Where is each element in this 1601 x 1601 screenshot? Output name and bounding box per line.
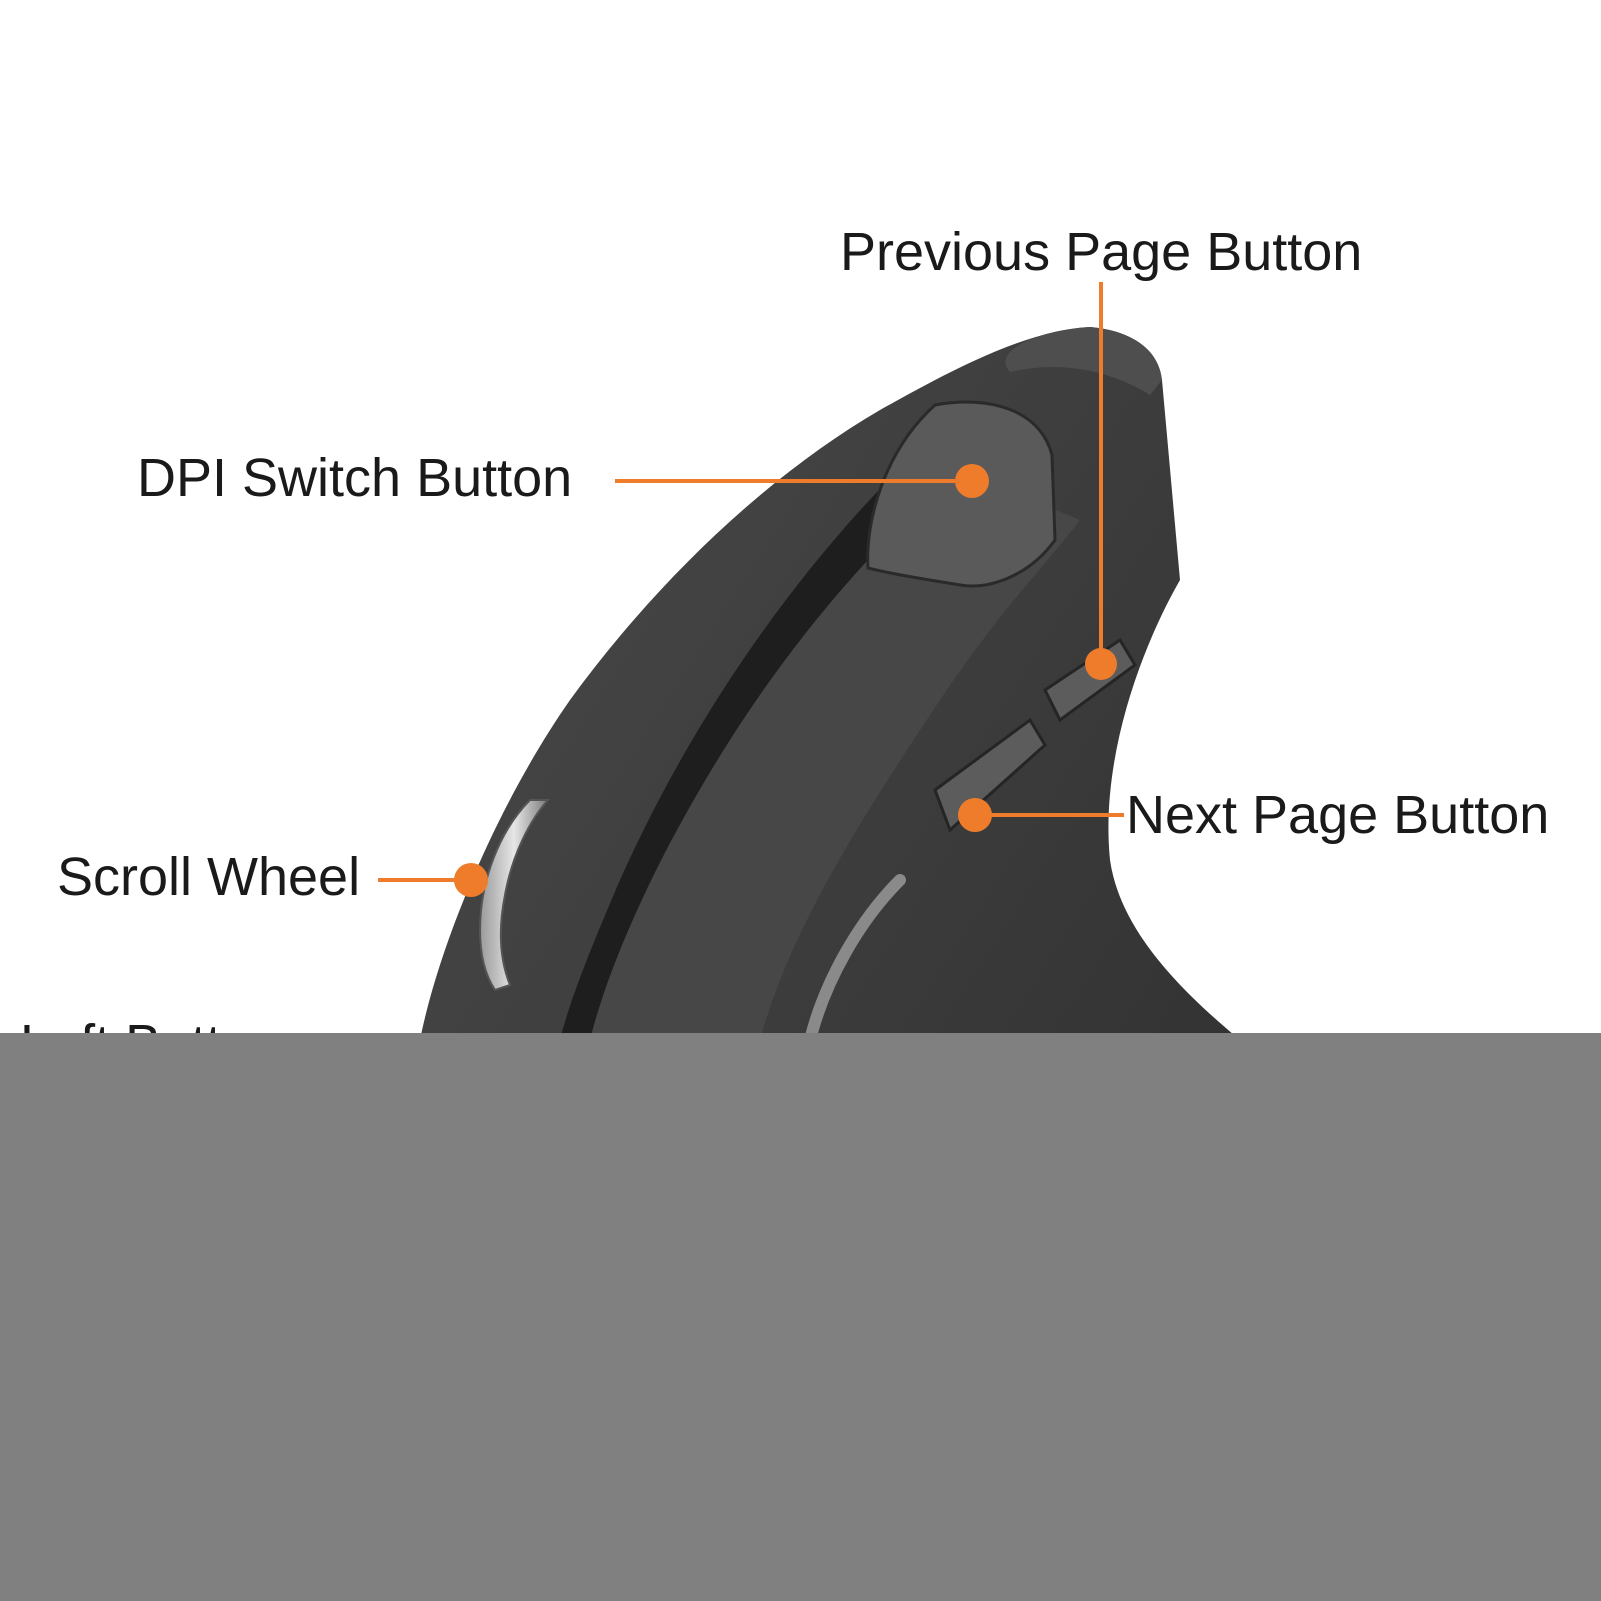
label-dpi-switch-button: DPI Switch Button: [137, 448, 572, 508]
next-page-button[interactable]: [933, 717, 1047, 833]
label-scroll-wheel: Scroll Wheel: [57, 847, 360, 907]
callout-scroll-wheel: Scroll Wheel: [57, 847, 488, 907]
callout-next-page: Next Page Button: [958, 785, 1549, 845]
label-previous-page-button: Previous Page Button: [840, 222, 1362, 282]
callout-dpi-switch: DPI Switch Button: [137, 448, 989, 508]
gray-overlay: [0, 1033, 1601, 1601]
label-next-page-button: Next Page Button: [1126, 785, 1549, 845]
led-strip: [804, 874, 906, 1046]
callout-previous-page: Previous Page Button: [840, 222, 1362, 680]
scroll-wheel[interactable]: [478, 799, 551, 992]
